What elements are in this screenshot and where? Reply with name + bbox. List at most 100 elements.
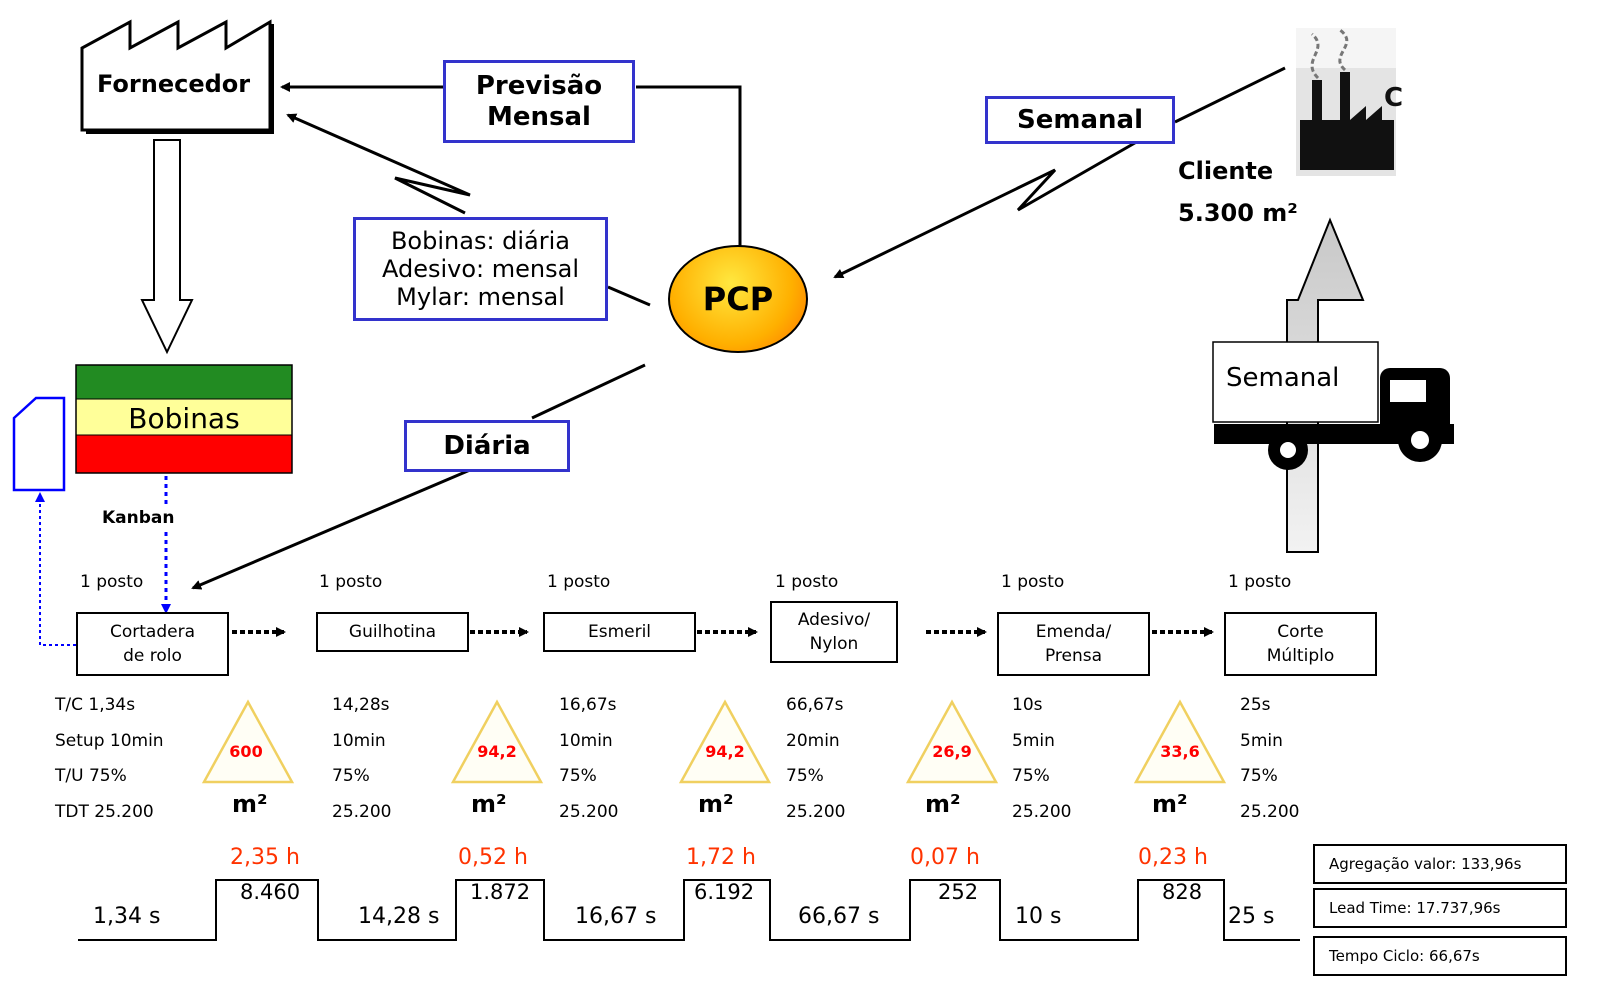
supermarket-label: Bobinas bbox=[128, 402, 240, 435]
supplier-factory-icon bbox=[80, 19, 274, 134]
operators-cortadera: 1 posto bbox=[80, 572, 144, 592]
available-time: 25.200 bbox=[1012, 801, 1072, 822]
pcp-label: PCP bbox=[702, 280, 774, 318]
weekly-top-box: Semanal bbox=[985, 96, 1175, 144]
wait-hours: 0,52 h bbox=[458, 845, 528, 870]
daily-box: Diária bbox=[404, 420, 570, 472]
process-corte-multiplo: Corte Múltiplo bbox=[1224, 612, 1377, 676]
process-name-line-2: Nylon bbox=[809, 634, 859, 654]
process-adesivo-nylon: Adesivo/ Nylon bbox=[770, 601, 898, 663]
value-added-box: Agregação valor: 133,96s bbox=[1313, 844, 1567, 884]
available-time: 25.200 bbox=[786, 801, 846, 822]
daily-label: Diária bbox=[443, 430, 531, 461]
operators-corte: 1 posto bbox=[1228, 572, 1292, 592]
customer-factory-icon: C bbox=[1296, 28, 1403, 176]
data-box-emenda: 10s 5min 75% 25.200 bbox=[1012, 688, 1071, 830]
kanban-card-icon bbox=[12, 396, 66, 492]
orders-line-2: Adesivo: mensal bbox=[381, 255, 579, 283]
value-added: Agregação valor: 133,96s bbox=[1329, 855, 1522, 873]
wait-hours: 0,23 h bbox=[1138, 845, 1208, 870]
inventory-value: 94,2 bbox=[705, 742, 745, 761]
process-time: 10 s bbox=[1015, 904, 1062, 929]
weekly-electronic-arrow bbox=[833, 138, 1141, 279]
cycle-time: T/C 1,34s bbox=[55, 695, 136, 715]
process-time: 16,67 s bbox=[575, 904, 657, 929]
orders-electronic-arrow bbox=[286, 113, 471, 215]
inventory-triangles bbox=[201, 699, 1227, 784]
available-time: 25.200 bbox=[559, 801, 619, 822]
truck-icon bbox=[1212, 341, 1454, 470]
process-time: 1,34 s bbox=[93, 904, 161, 929]
forecast-box: Previsão Mensal bbox=[443, 60, 635, 143]
wait-quantity: 1.872 bbox=[470, 880, 531, 904]
supplier-label: Fornecedor bbox=[97, 70, 251, 98]
customer-shipment-arrow bbox=[1286, 217, 1365, 553]
setup-time: 10min bbox=[559, 730, 613, 751]
wait-hours: 0,07 h bbox=[910, 845, 980, 870]
inventory-value: 26,9 bbox=[932, 742, 972, 761]
available-time: 25.200 bbox=[332, 801, 392, 822]
forecast-line-1: Previsão bbox=[475, 70, 603, 101]
available-time: 25.200 bbox=[1240, 801, 1300, 822]
inventory-value: 94,2 bbox=[477, 742, 517, 761]
inventory-unit: m² bbox=[925, 790, 961, 818]
setup-time: 5min bbox=[1012, 730, 1055, 751]
customer-label: Cliente bbox=[1178, 157, 1274, 185]
process-guilhotina: Guilhotina bbox=[316, 612, 469, 652]
inventory-unit: m² bbox=[471, 790, 507, 818]
process-time: 14,28 s bbox=[358, 904, 440, 929]
process-name-line-1: Emenda/ bbox=[1035, 622, 1112, 642]
setup-time: 20min bbox=[786, 730, 840, 751]
process-emenda-prensa: Emenda/ Prensa bbox=[997, 612, 1150, 676]
cycle-time: 16,67s bbox=[559, 695, 617, 715]
process-name-line-1: Corte bbox=[1277, 622, 1324, 642]
process-cortadera: Cortadera de rolo bbox=[76, 612, 229, 676]
inventory-unit: m² bbox=[698, 790, 734, 818]
uptime: 75% bbox=[332, 766, 370, 786]
data-box-corte: 25s 5min 75% 25.200 bbox=[1240, 688, 1299, 830]
cycle-time: 14,28s bbox=[332, 695, 390, 715]
orders-box: Bobinas: diária Adesivo: mensal Mylar: m… bbox=[353, 217, 608, 321]
process-time: 25 s bbox=[1228, 904, 1275, 929]
process-name-line-2: Prensa bbox=[1044, 646, 1103, 666]
process-name-line-1: Guilhotina bbox=[348, 622, 437, 642]
uptime: 75% bbox=[1012, 766, 1050, 786]
orders-line-1: Bobinas: diária bbox=[390, 227, 571, 255]
truck-weekly-label: Semanal bbox=[1226, 363, 1340, 393]
setup-time: 5min bbox=[1240, 730, 1283, 751]
lead-time-box: Lead Time: 17.737,96s bbox=[1313, 888, 1567, 928]
uptime: 75% bbox=[786, 766, 824, 786]
cycle-time-box: Tempo Ciclo: 66,67s bbox=[1313, 936, 1567, 976]
timeline-line bbox=[78, 879, 1300, 941]
operators-adesivo: 1 posto bbox=[775, 572, 839, 592]
setup-time: 10min bbox=[332, 730, 386, 751]
wait-quantity: 6.192 bbox=[694, 880, 755, 904]
operators-guilhotina: 1 posto bbox=[319, 572, 383, 592]
supplier-shipment-arrow bbox=[140, 139, 194, 355]
operators-emenda: 1 posto bbox=[1001, 572, 1065, 592]
operators-esmeril: 1 posto bbox=[547, 572, 611, 592]
data-box-guilhotina: 14,28s 10min 75% 25.200 bbox=[332, 688, 391, 830]
inventory-unit: m² bbox=[1152, 790, 1188, 818]
lead-time: Lead Time: 17.737,96s bbox=[1329, 899, 1501, 917]
uptime: 75% bbox=[1240, 766, 1278, 786]
cycle-time: 10s bbox=[1012, 695, 1043, 715]
wait-hours: 2,35 h bbox=[230, 845, 300, 870]
svg-text:C: C bbox=[1384, 83, 1403, 113]
pcp-node: PCP bbox=[668, 245, 808, 353]
wait-hours: 1,72 h bbox=[686, 845, 756, 870]
wait-quantity: 8.460 bbox=[240, 880, 301, 904]
data-box-adesivo: 66,67s 20min 75% 25.200 bbox=[786, 688, 845, 830]
daily-electronic-arrow bbox=[191, 468, 471, 590]
wait-quantity: 252 bbox=[938, 880, 979, 904]
kanban-label: Kanban bbox=[102, 508, 175, 528]
uptime: T/U 75% bbox=[55, 766, 127, 786]
cycle-time: 25s bbox=[1240, 695, 1271, 715]
supermarket-bobinas bbox=[75, 364, 293, 474]
available-time: TDT 25.200 bbox=[55, 801, 154, 822]
process-name-line-2: de rolo bbox=[123, 646, 182, 666]
setup-time: Setup 10min bbox=[55, 730, 164, 751]
data-box-esmeril: 16,67s 10min 75% 25.200 bbox=[559, 688, 618, 830]
cycle-time: 66,67s bbox=[786, 695, 844, 715]
